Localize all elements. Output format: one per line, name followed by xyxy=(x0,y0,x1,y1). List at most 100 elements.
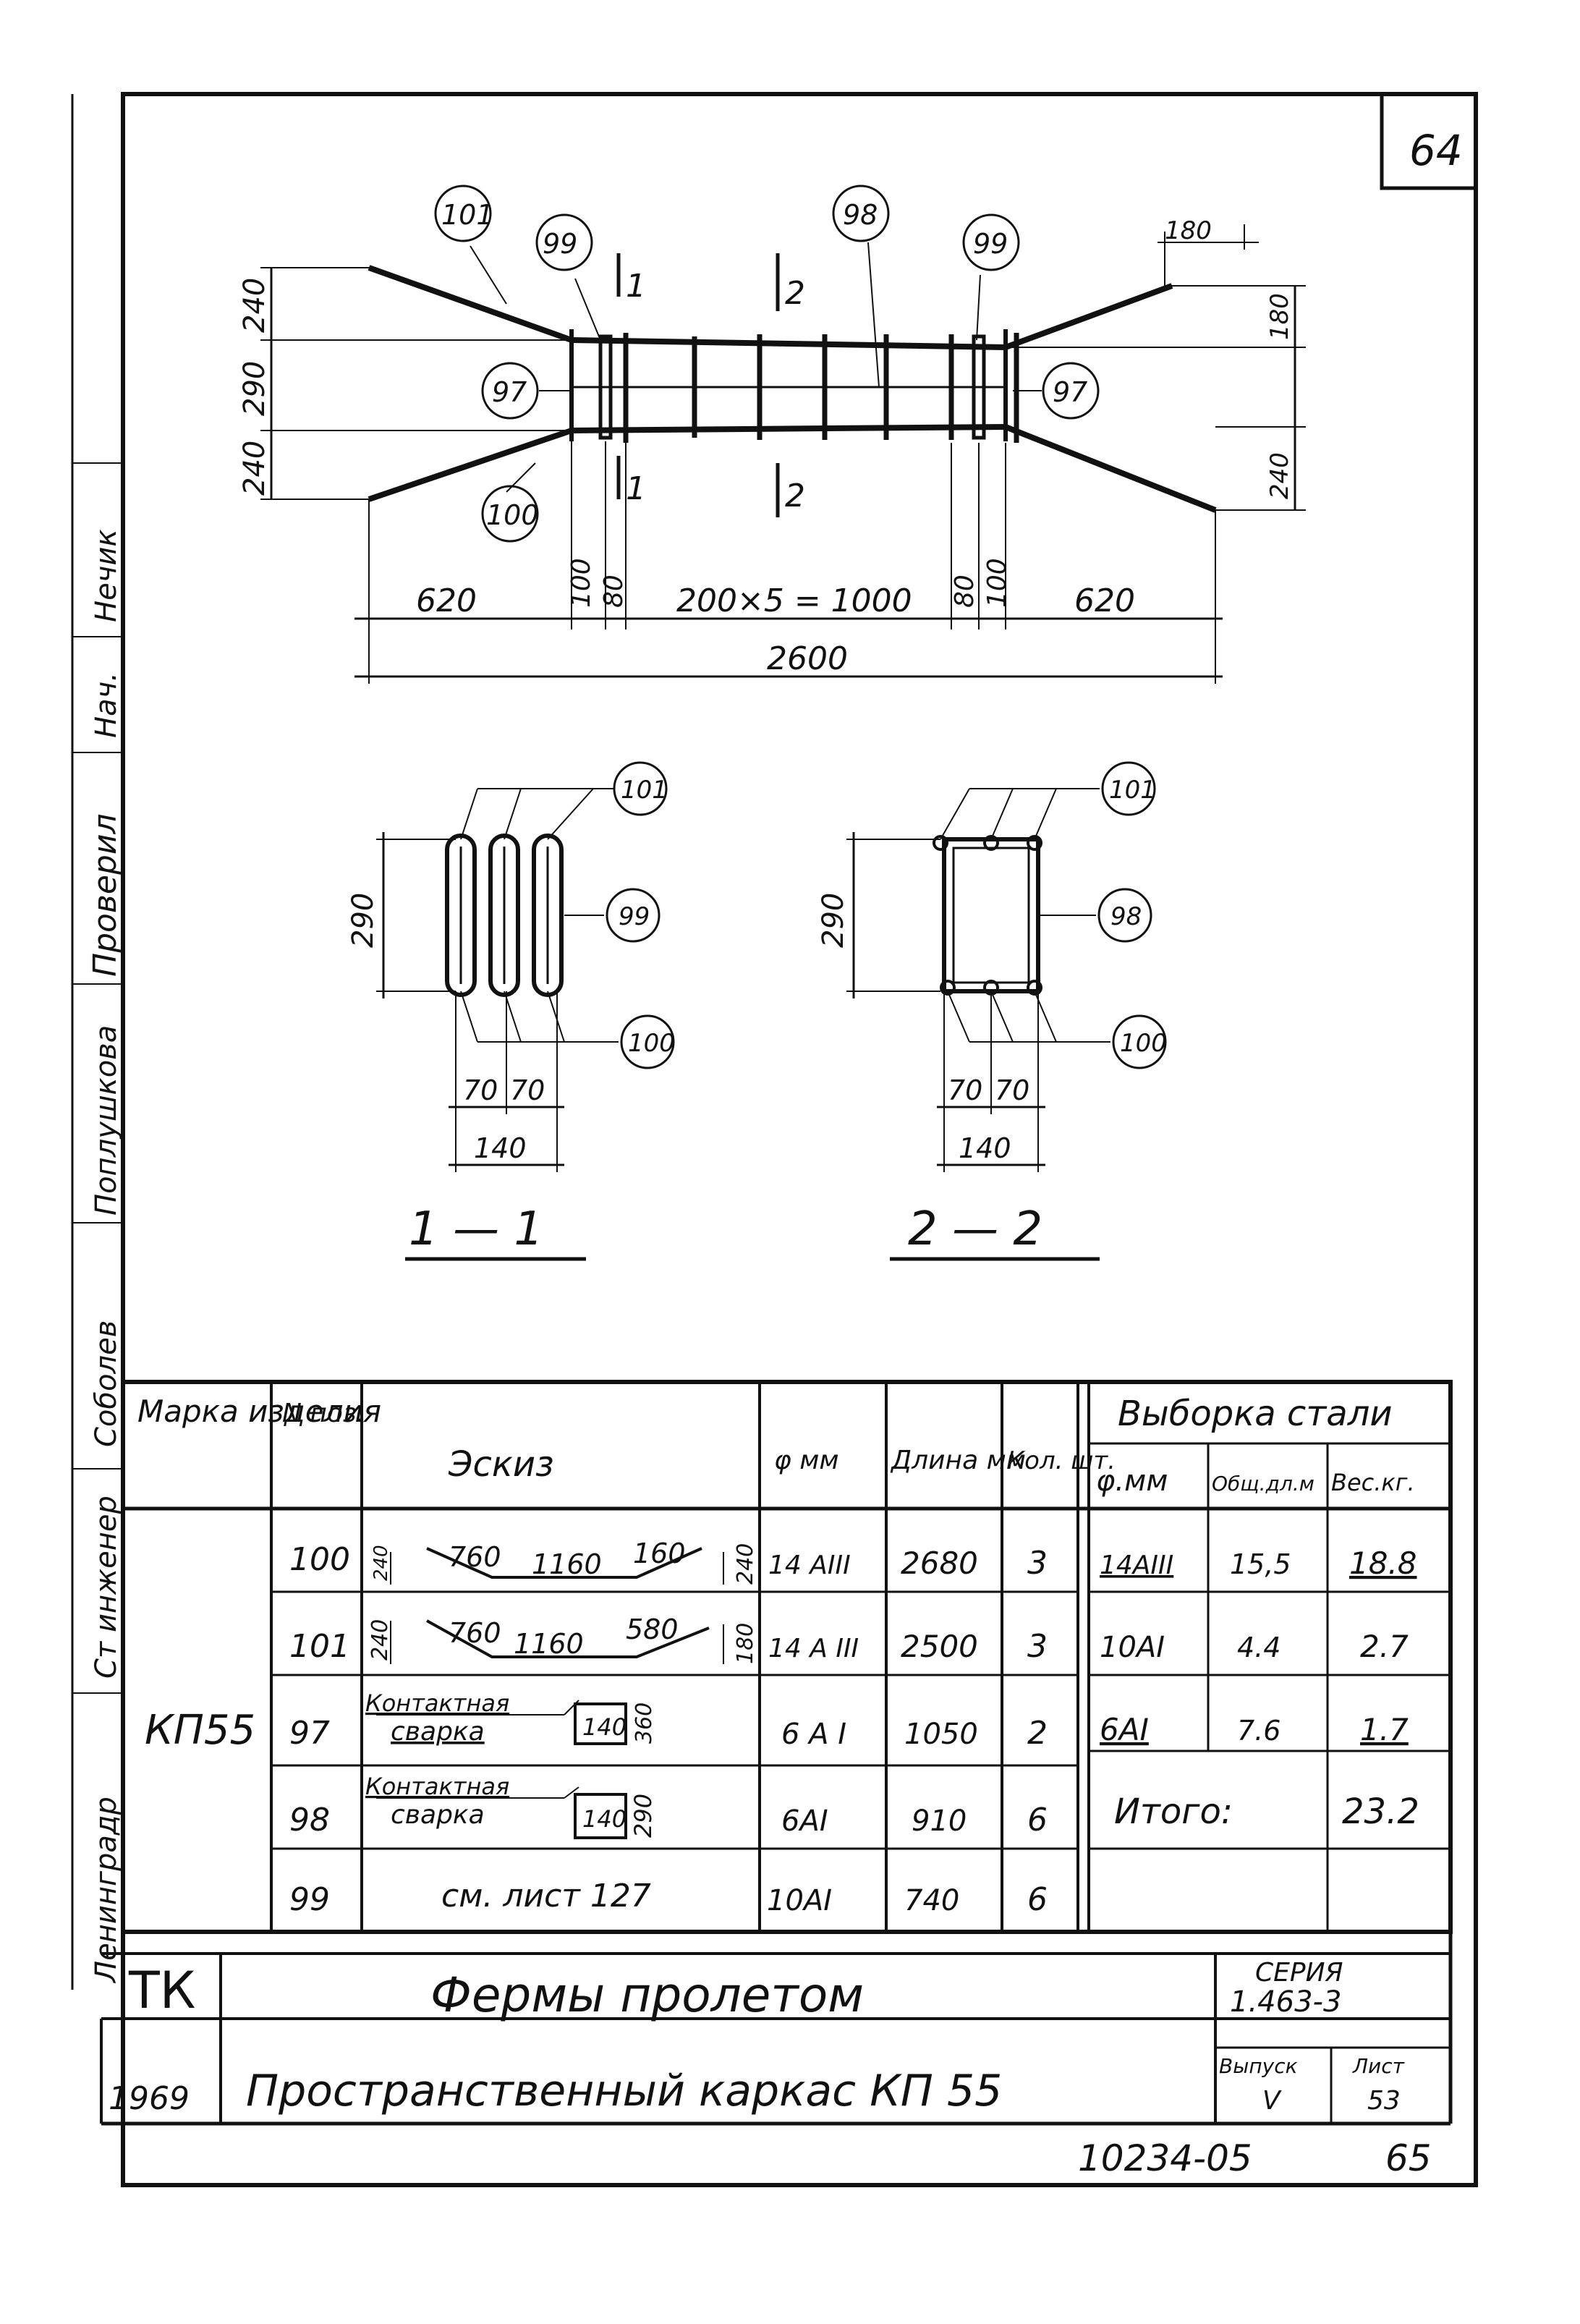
series-value: 1.463-3 xyxy=(1230,1985,1341,2019)
row-qty-99: 6 xyxy=(1027,1881,1048,1918)
callout-101-s1: 101 xyxy=(621,776,668,805)
row-length-97: 1050 xyxy=(904,1718,978,1751)
sk100-d: 160 xyxy=(633,1538,686,1569)
dim-70b-s1: 70 xyxy=(510,1074,545,1106)
sk101-b: 760 xyxy=(449,1617,501,1649)
dim-620-left: 620 xyxy=(416,582,477,619)
sk99-ref: см. лист 127 xyxy=(441,1878,651,1914)
th-steel: Выборка стали xyxy=(1118,1394,1393,1434)
callout-97-left: 97 xyxy=(492,376,527,408)
callout-99-s1: 99 xyxy=(619,902,650,931)
issue-value: V xyxy=(1262,2086,1282,2116)
sheet-value: 53 xyxy=(1367,2086,1401,2116)
sk100-a: 240 xyxy=(370,1545,392,1581)
th-steel-total-len: Общ.дл.м xyxy=(1212,1472,1314,1496)
row-length-101: 2500 xyxy=(901,1629,978,1664)
sk101-e: 180 xyxy=(733,1623,758,1664)
th-sketch: Эскиз xyxy=(448,1444,554,1485)
sheet-number-bottom: 65 xyxy=(1385,2137,1432,2179)
row-diam-98: 6AI xyxy=(781,1805,828,1838)
row-qty-101: 3 xyxy=(1027,1628,1048,1665)
sk101-d: 580 xyxy=(626,1613,679,1645)
row-length-98: 910 xyxy=(912,1805,967,1838)
side-stamp xyxy=(71,94,123,1990)
section-title-1-1: 1 — 1 xyxy=(409,1203,543,1256)
th-pos: N поз. xyxy=(282,1399,365,1428)
callout-101-top: 101 xyxy=(441,199,494,231)
row-qty-100: 3 xyxy=(1027,1545,1048,1582)
callout-100-bottom: 100 xyxy=(486,499,539,531)
section-mark-1-bottom: 1 xyxy=(626,470,646,507)
stamp-org: Ленинградр xyxy=(90,1797,123,1984)
row-qty-97: 2 xyxy=(1027,1715,1048,1752)
callout-97-right: 97 xyxy=(1053,376,1087,408)
steel-len-2: 4.4 xyxy=(1237,1632,1280,1663)
dim-200x5: 200×5 = 1000 xyxy=(676,582,912,619)
mark-value: КП55 xyxy=(145,1707,255,1754)
steel-weight-2: 2.7 xyxy=(1360,1629,1409,1664)
row-pos-98: 98 xyxy=(289,1802,330,1839)
dim-70b-s2: 70 xyxy=(995,1074,1029,1106)
title-line2: Пространственный каркас КП 55 xyxy=(246,2066,1002,2116)
dim-180-right: 180 xyxy=(1265,293,1294,340)
row-length-99: 740 xyxy=(904,1884,959,1917)
steel-diam-3: 6AI xyxy=(1100,1712,1149,1747)
row-diam-100: 14 AIII xyxy=(768,1551,851,1580)
sk100-c: 1160 xyxy=(532,1548,602,1580)
dim-2600: 2600 xyxy=(767,640,848,677)
th-qty: Кол. шт. xyxy=(1007,1446,1116,1475)
sk101-a: 240 xyxy=(368,1619,393,1661)
section-1-1 xyxy=(376,761,675,1261)
dim-290: 290 xyxy=(238,361,271,416)
th-length: Длина мм xyxy=(890,1446,1026,1475)
dim-240-right: 240 xyxy=(1265,452,1294,499)
sk97-h: 360 xyxy=(632,1702,657,1744)
th-steel-weight: Вес.кг. xyxy=(1331,1469,1415,1496)
row-diam-101: 14 A III xyxy=(768,1634,859,1663)
dim-620-right: 620 xyxy=(1074,582,1135,619)
dim-290-s1: 290 xyxy=(347,893,380,948)
section-mark-2-top: 2 xyxy=(785,275,805,312)
sk98-w: 140 xyxy=(582,1805,627,1833)
section-2-2 xyxy=(846,761,1167,1261)
stamp-checked: Проверил xyxy=(87,813,124,977)
th-diam: φ мм xyxy=(774,1446,839,1475)
total-label: Итого: xyxy=(1114,1791,1233,1832)
dim-240-bottom: 240 xyxy=(238,441,271,496)
dim-100-left: 100 xyxy=(566,558,596,608)
callout-99-left: 99 xyxy=(543,228,577,260)
dim-140-s2: 140 xyxy=(959,1132,1011,1164)
stamp-head: Нач. xyxy=(90,672,123,738)
steel-len-3: 7.6 xyxy=(1237,1715,1280,1747)
sk100-e: 240 xyxy=(733,1543,758,1585)
th-mark: Марка изделия xyxy=(137,1394,381,1429)
section-title-2-2: 2 — 2 xyxy=(908,1203,1042,1256)
title-line1: Фермы пролетом xyxy=(430,1967,864,2023)
stamp-senior-engineer: Ст инженер xyxy=(90,1496,123,1679)
spec-table-grid xyxy=(121,1380,1453,1934)
sheet-number-top: 64 xyxy=(1409,126,1463,175)
row-pos-97: 97 xyxy=(289,1715,330,1752)
steel-diam-1: 14AIII xyxy=(1100,1551,1173,1580)
row-length-100: 2680 xyxy=(901,1545,978,1581)
sk97-w: 140 xyxy=(582,1713,627,1741)
dim-240-top: 240 xyxy=(238,278,271,333)
row-pos-100: 100 xyxy=(289,1541,350,1578)
dim-290-s2: 290 xyxy=(817,893,850,948)
series-label: СЕРИЯ xyxy=(1255,1958,1343,1988)
callout-98-top: 98 xyxy=(843,199,878,231)
callout-99-right: 99 xyxy=(973,228,1008,260)
row-pos-99: 99 xyxy=(289,1881,330,1918)
year: 1969 xyxy=(109,2080,190,2117)
stamp-name-3: Нечик xyxy=(90,530,123,622)
callout-98-s2: 98 xyxy=(1110,902,1142,931)
total-value: 23.2 xyxy=(1342,1791,1419,1832)
row-diam-97: 6 A I xyxy=(781,1718,846,1751)
row-diam-99: 10AI xyxy=(767,1884,832,1917)
sk97-note2: сварка xyxy=(391,1717,485,1747)
elevation-view xyxy=(260,185,1306,684)
dim-180-top: 180 xyxy=(1165,216,1212,245)
row-pos-101: 101 xyxy=(289,1628,350,1665)
section-mark-2-bottom: 2 xyxy=(785,478,805,514)
